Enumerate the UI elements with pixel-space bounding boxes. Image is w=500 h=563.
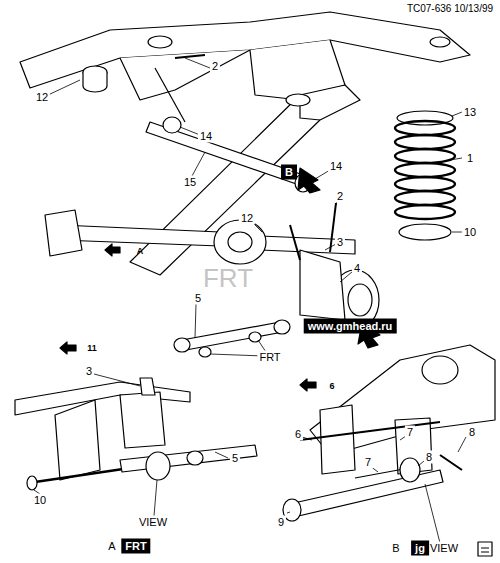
frame-hole <box>422 356 458 384</box>
callout-number: 8 <box>424 451 434 464</box>
callout-number: 3 <box>84 365 94 378</box>
bushing <box>187 451 203 465</box>
callout-number: 3 <box>335 236 345 249</box>
front-label: 11 <box>85 343 99 354</box>
frame-bracket <box>320 405 355 474</box>
callout-number: 7 <box>363 456 373 469</box>
view-letter: www.gmhead.ru <box>304 319 397 334</box>
front-arrow <box>105 244 120 256</box>
frame-bracket <box>55 400 100 480</box>
front-label: 6 <box>327 381 336 392</box>
callout-number: 6 <box>293 428 303 441</box>
bolt <box>440 455 462 470</box>
callout-number: 10 <box>462 226 478 239</box>
lower-control-arm <box>182 322 283 350</box>
bushing <box>400 458 420 482</box>
bolt <box>35 468 130 482</box>
corner-icon <box>478 542 492 556</box>
callout-number: 2 <box>210 60 220 73</box>
spring-coil <box>395 177 455 191</box>
differential-cover <box>228 232 252 252</box>
frame-bracket <box>120 392 165 448</box>
leader-lines <box>48 58 462 356</box>
bolt <box>175 55 205 58</box>
callout-number: 5 <box>230 452 240 465</box>
bracket-clip <box>140 378 155 395</box>
callout-number: 10 <box>32 494 48 507</box>
callout-number: 14 <box>328 160 344 173</box>
body-mount <box>148 36 172 48</box>
callout-number: 12 <box>34 91 50 104</box>
callout-number: 4 <box>352 262 362 275</box>
frame-rail <box>15 382 190 415</box>
spring-coil <box>395 149 455 163</box>
view-letter: jg <box>411 541 429 556</box>
view-label: A <box>106 540 117 553</box>
spring-coil <box>395 205 455 219</box>
callout-number: 5 <box>193 292 203 305</box>
frame-rail <box>130 85 360 275</box>
coil-spring <box>395 121 455 219</box>
view-label: VIEW <box>137 516 169 529</box>
front-label: A <box>135 246 146 257</box>
view-label: FRT <box>257 351 282 364</box>
bushing <box>163 117 181 133</box>
body-mount <box>430 37 450 47</box>
axle-flange <box>348 284 372 316</box>
callout-number: 14 <box>198 130 214 143</box>
view-label: B <box>390 542 401 555</box>
bushing <box>274 320 290 334</box>
bushing <box>249 332 261 342</box>
callout-number: 12 <box>239 212 255 225</box>
corner-icon <box>481 548 489 552</box>
front-arrow <box>60 342 76 354</box>
bolt <box>300 422 440 440</box>
spring-coil <box>395 191 455 205</box>
callout-number: 15 <box>182 176 198 189</box>
bushing <box>174 338 190 352</box>
body-mount <box>83 72 107 92</box>
leader-lines <box>34 374 228 516</box>
axle-tube <box>260 236 355 254</box>
spring-seat-bracket <box>300 250 345 320</box>
callout-number: 1 <box>465 152 475 165</box>
axle-tube <box>60 225 220 246</box>
lower-control-arm <box>120 445 257 472</box>
spring-coil <box>395 121 455 135</box>
figure-id: TC07-636 10/13/99 <box>405 3 495 15</box>
view-letter: FRT <box>121 539 150 554</box>
view-arrow <box>298 168 320 193</box>
leader-lines <box>287 436 466 543</box>
axle-flange <box>45 210 82 256</box>
bolt <box>290 225 300 260</box>
body-mount <box>286 94 310 106</box>
callout-number: 2 <box>335 190 345 203</box>
bolt <box>155 68 185 122</box>
bolt-head <box>27 476 37 490</box>
frame-bracket <box>120 50 250 100</box>
differential <box>214 220 266 264</box>
front-arrow <box>300 379 316 391</box>
spring-coil <box>395 135 455 149</box>
bushing <box>146 452 170 480</box>
callout-number: 13 <box>462 106 478 119</box>
view-letter: B <box>281 165 297 180</box>
callout-number: 9 <box>276 516 286 529</box>
bushing <box>199 347 211 357</box>
spring-insulator <box>399 224 451 240</box>
spring-coil <box>395 163 455 177</box>
watermark: FRT <box>201 264 255 292</box>
callout-number: 8 <box>467 426 477 439</box>
view-label: VIEW <box>428 542 460 555</box>
trailing-arm <box>285 470 443 518</box>
callout-number: 7 <box>405 426 415 439</box>
